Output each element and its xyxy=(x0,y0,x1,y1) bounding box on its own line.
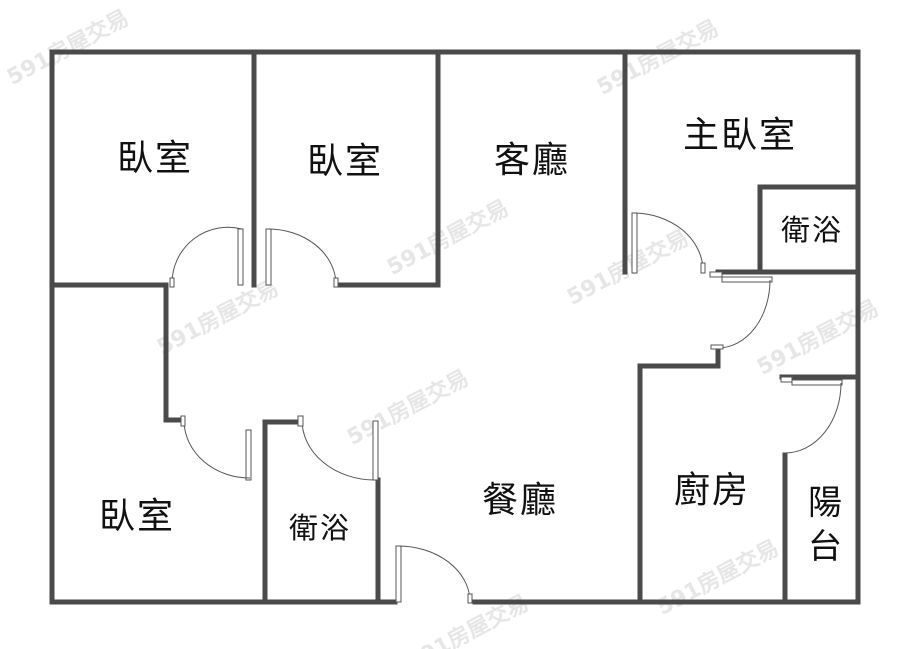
room-label-bedroom: 臥室 xyxy=(98,496,176,537)
outer-wall xyxy=(49,49,861,605)
door[interactable] xyxy=(169,226,244,288)
room-label-living-room: 客廳 xyxy=(493,140,571,181)
door[interactable] xyxy=(631,212,706,274)
wall xyxy=(757,184,861,273)
room-label-bedroom: 臥室 xyxy=(116,138,194,179)
wall xyxy=(262,419,303,605)
wall xyxy=(637,345,721,605)
door[interactable] xyxy=(709,271,773,350)
wall xyxy=(49,282,186,423)
door[interactable] xyxy=(180,415,252,481)
door[interactable] xyxy=(297,415,379,481)
wall xyxy=(337,49,441,288)
room-label-bath: 衛浴 xyxy=(288,511,352,545)
door[interactable] xyxy=(780,376,843,454)
door[interactable] xyxy=(265,228,339,288)
room-label-master-bedroom: 主臥室 xyxy=(682,115,798,156)
entrance-door[interactable] xyxy=(395,545,473,604)
room-label-dining-room: 餐廳 xyxy=(481,480,559,521)
room-label-kitchen: 廚房 xyxy=(673,470,751,511)
room-label-bedroom: 臥室 xyxy=(306,141,384,182)
room-label-balcony: 陽台 xyxy=(801,484,842,572)
room-label-master-bath: 衛浴 xyxy=(780,213,844,247)
